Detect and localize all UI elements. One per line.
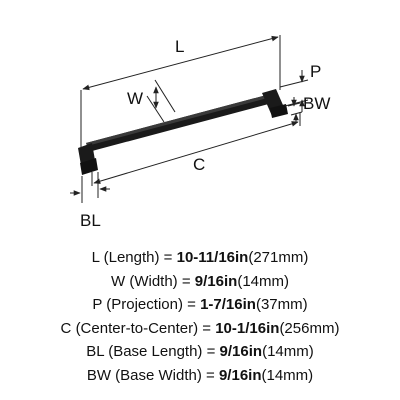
width-label: W <box>127 89 143 108</box>
spec-metric: (256mm) <box>279 319 340 337</box>
spec-imperial: 10-11/16in <box>176 249 249 266</box>
spec-name: (Base Width) <box>115 366 202 384</box>
spec-metric: (14mm) <box>261 366 314 384</box>
spec-name: (Center-to-Center) <box>75 319 199 337</box>
spec-equals: = <box>163 249 173 266</box>
spec-abbr: C <box>60 319 72 337</box>
spec-metric: (271mm) <box>248 249 309 266</box>
spec-name: (Projection) <box>106 296 183 313</box>
spec-name: (Length) <box>103 249 160 266</box>
handle-illustration <box>78 89 288 175</box>
center-to-center-dimension: C <box>91 112 301 186</box>
specifications-list: L (Length) = 10-11/16in(271mm) W (Width)… <box>0 246 400 387</box>
spec-equals: = <box>181 272 191 290</box>
spec-metric: (14mm) <box>262 343 314 360</box>
spec-name: (Width) <box>129 272 178 290</box>
spec-equals: = <box>202 319 212 337</box>
spec-row-center-to-center: C (Center-to-Center) = 10-1/16in(256mm) <box>0 317 400 341</box>
spec-metric: (14mm) <box>237 272 289 290</box>
spec-abbr: BW <box>86 366 111 384</box>
base-width-label: BW <box>303 94 330 113</box>
base-width-dimension: BW <box>287 94 330 122</box>
right-base <box>270 104 288 118</box>
handle-dimension-diagram: L C W P BW BL <box>70 35 330 230</box>
center-to-center-label: C <box>193 155 205 174</box>
spec-row-base-length: BL (Base Length) = 9/16in(14mm) <box>0 340 400 364</box>
spec-equals: = <box>206 366 215 384</box>
length-dimension: L <box>80 35 281 148</box>
spec-row-width: W (Width) = 9/16in(14mm) <box>0 270 400 294</box>
width-dimension: W <box>127 79 176 123</box>
spec-imperial: 9/16in <box>219 343 263 360</box>
base-length-dimension: BL <box>70 172 110 230</box>
projection-label: P <box>310 62 321 81</box>
spec-metric: (37mm) <box>255 296 308 313</box>
spec-imperial: 9/16in <box>218 366 262 384</box>
base-length-label: BL <box>80 211 101 230</box>
length-label: L <box>175 37 184 56</box>
spec-abbr: BL <box>86 343 105 360</box>
spec-row-length: L (Length) = 10-11/16in(271mm) <box>0 246 400 270</box>
spec-name: (Base Length) <box>108 343 203 360</box>
spec-imperial: 10-1/16in <box>215 319 280 337</box>
spec-equals: = <box>206 343 216 360</box>
spec-imperial: 9/16in <box>194 272 238 290</box>
spec-imperial: 1-7/16in <box>200 296 256 313</box>
handle-bar-highlight <box>86 93 275 146</box>
spec-abbr: L <box>91 249 100 266</box>
spec-abbr: W <box>111 272 126 290</box>
spec-row-base-width: BW (Base Width) = 9/16in(14mm) <box>0 364 400 388</box>
spec-equals: = <box>187 296 196 313</box>
spec-abbr: P <box>92 296 103 313</box>
spec-row-projection: P (Projection) = 1-7/16in(37mm) <box>0 293 400 317</box>
